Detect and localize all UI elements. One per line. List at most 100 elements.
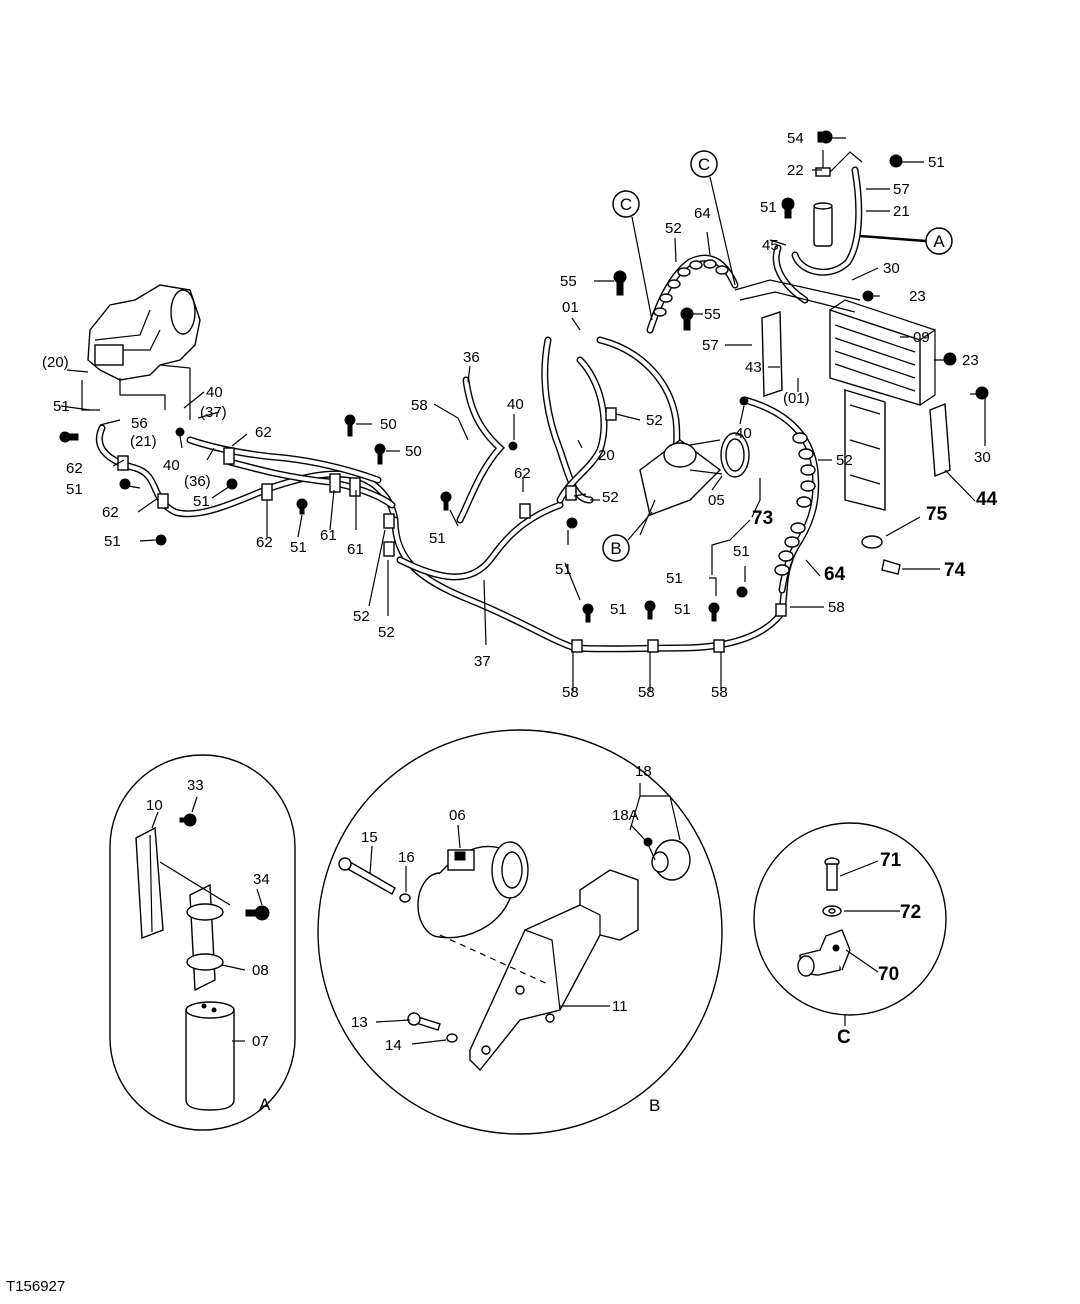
- callout-56: 56: [131, 415, 148, 432]
- callout-23: 23: [962, 352, 979, 369]
- air-conditioner-unit: [81, 284, 201, 420]
- callout-52: 52: [602, 489, 619, 506]
- callout-62: 62: [256, 534, 273, 551]
- callout-22: 22: [787, 162, 804, 179]
- callout-74: 74: [944, 560, 966, 581]
- callout-16: 16: [398, 849, 415, 866]
- callout-58: 58: [562, 684, 579, 701]
- callout-15: 15: [361, 829, 378, 846]
- callout-51: 51: [666, 570, 683, 587]
- view-marker-c-left: C: [612, 190, 653, 321]
- callout-58: 58: [828, 599, 845, 616]
- callout-62: 62: [255, 424, 272, 441]
- callout-52: 52: [836, 452, 853, 469]
- callout-57: 57: [702, 337, 719, 354]
- callout-30: 30: [974, 449, 991, 466]
- callout-52: 52: [646, 412, 663, 429]
- callout-70: 70: [878, 964, 899, 985]
- callout-34: 34: [253, 871, 270, 888]
- callout-51: 51: [610, 601, 627, 618]
- callout-45: 45: [762, 237, 779, 254]
- callout-51: 51: [104, 533, 121, 550]
- inset-b: 18 18A 06 15 16 11 13 14 B: [317, 729, 723, 1135]
- callout-36-ref: (36): [184, 473, 211, 490]
- callout-58: 58: [411, 397, 428, 414]
- callout-58: 58: [638, 684, 655, 701]
- view-marker-a: A: [859, 227, 953, 255]
- callout-37: 37: [474, 653, 491, 670]
- callout-58: 58: [711, 684, 728, 701]
- callout-75: 75: [926, 504, 948, 525]
- callout-11: 11: [612, 998, 628, 1015]
- callout-21-ref: (21): [130, 433, 157, 450]
- callout-54: 54: [787, 130, 804, 147]
- callout-64: 64: [824, 564, 846, 585]
- callout-57: 57: [893, 181, 910, 198]
- callout-40: 40: [206, 384, 223, 401]
- spiral-protector: [653, 259, 816, 576]
- callout-20-ref: (20): [42, 354, 69, 371]
- callout-06: 06: [449, 807, 466, 824]
- condenser: [734, 279, 951, 511]
- callout-33: 33: [187, 777, 204, 794]
- callout-71: 71: [880, 850, 902, 871]
- callout-62: 62: [514, 465, 531, 482]
- callout-37-ref: (37): [200, 404, 227, 421]
- view-marker-a-label: A: [933, 232, 945, 251]
- callout-62: 62: [66, 460, 83, 477]
- callout-50: 50: [405, 443, 422, 460]
- callout-52: 52: [353, 608, 370, 625]
- callout-61: 61: [320, 527, 337, 544]
- callout-05: 05: [708, 492, 725, 509]
- callout-40: 40: [163, 457, 180, 474]
- view-marker-c-top-label: C: [698, 155, 710, 174]
- callout-72: 72: [900, 902, 921, 923]
- callout-20: 20: [598, 447, 615, 464]
- callout-52: 52: [378, 624, 395, 641]
- inset-c: 71 72 70 C: [753, 822, 947, 1048]
- inset-a: 10 33 34 08 07 A: [109, 754, 296, 1131]
- callout-30: 30: [883, 260, 900, 277]
- callout-10: 10: [146, 797, 163, 814]
- view-marker-b: B: [602, 511, 653, 562]
- main-callouts: 54 22 51 57 21 51 45 30 23 09 23 30 44 6…: [42, 130, 998, 701]
- callout-51: 51: [760, 199, 777, 216]
- view-marker-c-top: C: [690, 150, 736, 286]
- callout-23: 23: [909, 288, 926, 305]
- reference-code: T156927: [6, 1278, 66, 1295]
- callout-01: 01: [562, 299, 579, 316]
- callout-51: 51: [674, 601, 691, 618]
- bolts: [59, 130, 989, 623]
- callout-51: 51: [733, 543, 750, 560]
- inset-a-label: A: [259, 1095, 271, 1114]
- callout-73: 73: [752, 508, 773, 529]
- callout-51: 51: [429, 530, 446, 547]
- callout-51: 51: [555, 561, 572, 578]
- callout-55: 55: [704, 306, 721, 323]
- callout-13: 13: [351, 1014, 368, 1031]
- callout-51: 51: [66, 481, 83, 498]
- leader-lines: [60, 137, 986, 691]
- callout-40: 40: [735, 425, 752, 442]
- callout-50: 50: [380, 416, 397, 433]
- callout-43: 43: [745, 359, 762, 376]
- callout-64: 64: [694, 205, 711, 222]
- view-marker-c-left-label: C: [620, 195, 632, 214]
- callout-18a: 18A: [612, 807, 639, 824]
- callout-21: 21: [893, 203, 910, 220]
- view-marker-b-label: B: [610, 539, 621, 558]
- callout-07: 07: [252, 1033, 269, 1050]
- callout-51: 51: [928, 154, 945, 171]
- callout-40: 40: [507, 396, 524, 413]
- callout-55: 55: [560, 273, 577, 290]
- callout-18: 18: [635, 763, 652, 780]
- callout-61: 61: [347, 541, 364, 558]
- callout-36: 36: [463, 349, 480, 366]
- callout-01-ref: (01): [783, 390, 810, 407]
- callout-08: 08: [252, 962, 269, 979]
- hose-routing: [95, 166, 863, 653]
- callout-51: 51: [193, 493, 210, 510]
- callout-14: 14: [385, 1037, 402, 1054]
- callout-51: 51: [53, 398, 70, 415]
